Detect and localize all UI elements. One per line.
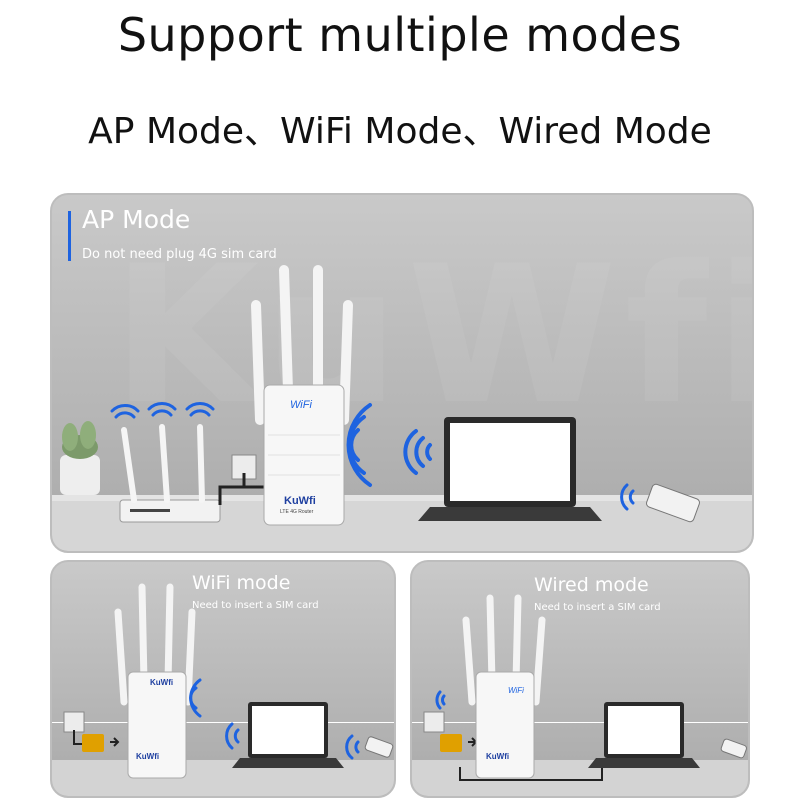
ap-mode-subtitle: Do not need plug 4G sim card [82, 247, 277, 262]
wall-socket-icon [63, 711, 85, 733]
phone-icon [364, 736, 394, 758]
sim-card-icon [440, 734, 462, 752]
router-brand-label-top: KuWfi [150, 678, 174, 687]
wifi-mode-title: WiFi mode [192, 572, 291, 594]
router-model-label: LTE 4G Router [280, 509, 314, 515]
router-brand-label: KuWfi [136, 752, 160, 761]
plant-icon [60, 421, 100, 495]
wifi-signal-icon [346, 403, 372, 487]
ap-mode-scene [52, 265, 752, 551]
wifi-signal-icon [345, 734, 360, 760]
wall-socket-icon [423, 711, 445, 733]
wifi-signal-icon [189, 678, 202, 718]
watermark: KuWfi [112, 225, 754, 446]
phone-icon [646, 483, 700, 523]
router-icon [114, 583, 196, 779]
wifi-signal-icon [403, 429, 432, 475]
ap-mode-panel: KuWfi AP Mode Do not need plug 4G sim ca… [50, 193, 754, 553]
wifi-mode-scene [52, 583, 394, 796]
router-icon [462, 594, 546, 779]
wired-mode-scene [412, 594, 748, 796]
sim-card-icon [82, 734, 104, 752]
router-wifi-label: WiFi [508, 686, 524, 695]
accent-bar [68, 211, 71, 261]
router-icon [119, 424, 221, 523]
wifi-signal-icon [110, 402, 215, 419]
ap-mode-title: AP Mode [82, 205, 191, 234]
wired-mode-panel: Wired mode Need to insert a SIM card WiF… [410, 560, 750, 798]
wired-mode-subtitle: Need to insert a SIM card [534, 602, 661, 613]
router-brand-label: KuWfi [486, 752, 510, 761]
wifi-mode-subtitle: Need to insert a SIM card [192, 600, 319, 611]
router-wifi-label: WiFi [290, 399, 312, 411]
wifi-signal-icon [225, 722, 240, 750]
laptop-icon [232, 702, 344, 768]
phone-icon [720, 738, 747, 759]
wifi-mode-panel: WiFi mode Need to insert a SIM card [50, 560, 396, 798]
wired-mode-title: Wired mode [534, 574, 649, 596]
router-brand-label: KuWfi [284, 495, 316, 507]
router-icon [251, 265, 353, 526]
laptop-icon [588, 702, 700, 768]
headline: Support multiple modes [117, 8, 683, 62]
wifi-signal-icon [620, 483, 635, 511]
subheadline: AP Mode、WiFi Mode、Wired Mode [88, 111, 712, 152]
laptop-icon [418, 417, 602, 521]
wifi-signal-icon [435, 690, 446, 710]
